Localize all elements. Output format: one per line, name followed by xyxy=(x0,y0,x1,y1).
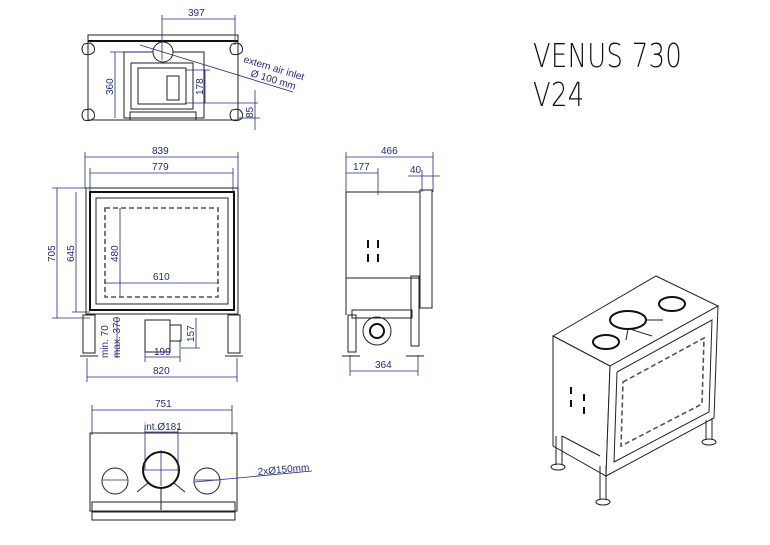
dim-85: 85 xyxy=(245,106,256,118)
dim-466: 466 xyxy=(381,146,398,157)
dim-178: 178 xyxy=(195,78,206,95)
product-title: VENUS 730 V24 xyxy=(533,36,683,114)
front-view: 839 779 705 645 480 610 min. 70 max. 370… xyxy=(47,146,243,382)
dim-364: 364 xyxy=(375,360,392,371)
dim-705: 705 xyxy=(47,245,58,262)
dim-157: 157 xyxy=(186,325,197,342)
dim-360: 360 xyxy=(105,78,116,95)
dim-839: 839 xyxy=(152,146,169,157)
dim-751: 751 xyxy=(155,399,172,410)
dim-820: 820 xyxy=(153,366,170,377)
dim-199: 199 xyxy=(154,347,171,358)
top-view: 397 360 178 85 extern air inlet Ø 100 mm xyxy=(81,8,306,130)
dim-2x150: 2xØ150mm xyxy=(257,463,309,478)
bottom-view: 751 int.Ø181 2xØ150mm xyxy=(89,399,313,521)
side-view: 466 177 40 364 xyxy=(342,146,440,376)
dim-legs-max: max. 370 xyxy=(112,316,123,358)
dim-610: 610 xyxy=(153,272,170,283)
dim-legs-min: min. 70 xyxy=(100,325,111,358)
dim-779: 779 xyxy=(152,162,169,173)
isometric-view xyxy=(550,275,720,506)
dim-177: 177 xyxy=(353,162,370,173)
dim-645: 645 xyxy=(66,245,77,262)
dim-int-181: int.Ø181 xyxy=(144,422,182,433)
dim-397: 397 xyxy=(188,8,205,19)
dim-480: 480 xyxy=(110,245,121,262)
dim-40: 40 xyxy=(410,165,422,176)
